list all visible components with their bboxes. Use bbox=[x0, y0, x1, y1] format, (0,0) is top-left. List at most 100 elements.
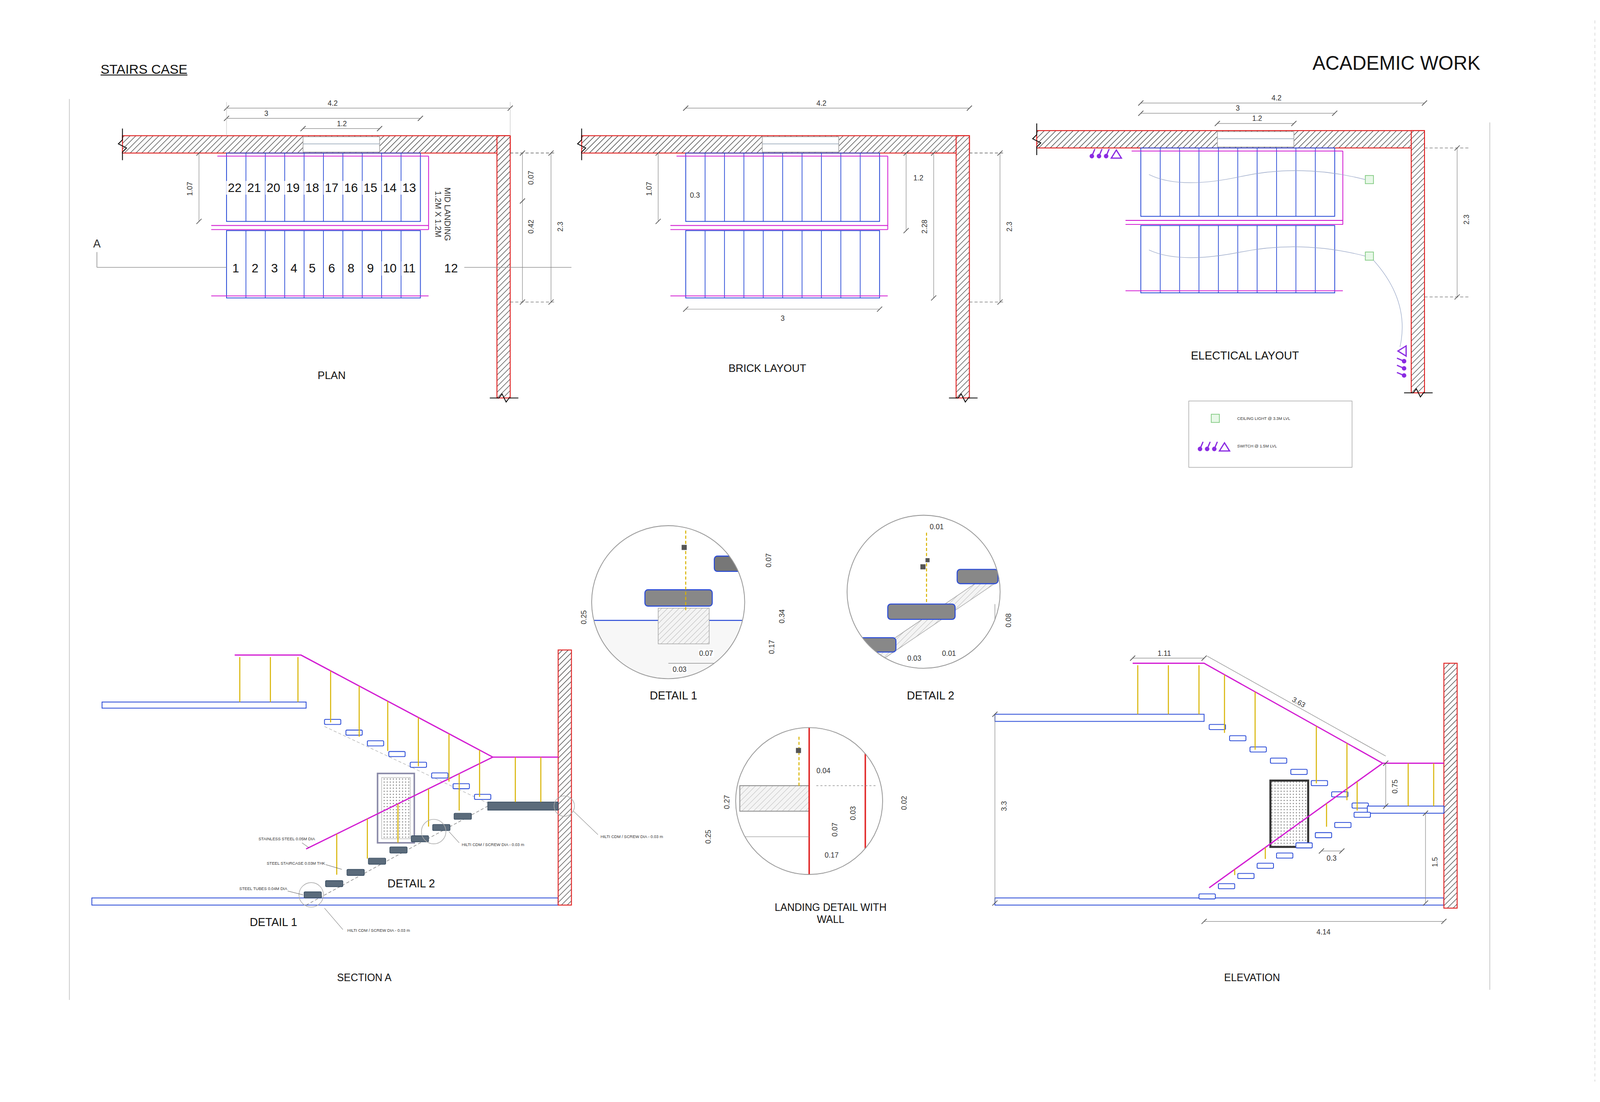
callout-note: HILTI CDM / SCREW DIA - 0.03 m bbox=[346, 927, 411, 933]
dimension: 3.63 bbox=[1289, 694, 1308, 709]
dimension-line bbox=[760, 540, 762, 572]
tread-line bbox=[704, 230, 706, 299]
dimension: 1.2 bbox=[335, 119, 348, 128]
baluster bbox=[1198, 664, 1200, 714]
dimension: 2.3 bbox=[1462, 213, 1471, 226]
switch-stem bbox=[1207, 441, 1211, 449]
callout-note: STEEL TUBES 0.04M DIA bbox=[238, 886, 288, 892]
upper-slab bbox=[102, 701, 307, 709]
dimension-line bbox=[1204, 920, 1445, 922]
detail-circle bbox=[735, 727, 883, 875]
tread-line bbox=[1237, 147, 1239, 217]
dimension-tick bbox=[1421, 100, 1427, 106]
dimension-tick bbox=[1383, 760, 1389, 766]
legend-text: CEILING LIGHT @ 3.3M LVL bbox=[1236, 415, 1291, 421]
leader-line bbox=[302, 842, 310, 848]
switch-stem bbox=[1397, 358, 1405, 362]
baluster bbox=[397, 803, 399, 843]
tread bbox=[859, 637, 896, 652]
handrail bbox=[670, 229, 888, 231]
tread bbox=[453, 783, 470, 789]
dimension: 0.07 bbox=[830, 821, 840, 837]
dimension-tick bbox=[548, 150, 554, 156]
tread-line bbox=[743, 230, 745, 299]
view-title: ELEVATION bbox=[1222, 971, 1282, 984]
dimension-tick bbox=[997, 299, 1003, 305]
handrail bbox=[1125, 223, 1343, 225]
tread-line bbox=[1314, 147, 1316, 217]
tread bbox=[432, 823, 450, 831]
tread-line bbox=[743, 152, 745, 222]
dimension: 3 bbox=[1234, 103, 1241, 113]
dimension: 2.28 bbox=[920, 218, 929, 235]
fixing bbox=[920, 564, 926, 570]
dimension: 1.2 bbox=[1251, 114, 1263, 123]
dimension-tick bbox=[683, 105, 689, 111]
dimension-tick bbox=[1339, 847, 1345, 853]
dimension-tick bbox=[519, 198, 525, 204]
tread-line bbox=[303, 230, 305, 299]
dimension-line bbox=[816, 785, 878, 786]
tread-line bbox=[859, 230, 861, 299]
tread-line bbox=[1198, 147, 1200, 217]
handrail bbox=[428, 155, 430, 230]
handrail bbox=[1125, 290, 1343, 292]
detail-outline bbox=[836, 509, 1026, 709]
dimension-tick bbox=[300, 126, 306, 132]
detail-title: LANDING DETAIL WITH WALL bbox=[760, 901, 901, 925]
dimension: 1.2 bbox=[912, 173, 924, 182]
tread-line bbox=[264, 230, 266, 299]
step-number: 22 bbox=[226, 180, 243, 196]
extension-line bbox=[510, 301, 557, 303]
tread-line bbox=[342, 230, 344, 299]
tread bbox=[887, 603, 956, 619]
dimension-tick bbox=[931, 150, 936, 156]
switch-stem bbox=[1200, 441, 1204, 449]
support bbox=[658, 608, 710, 644]
leader-line bbox=[324, 863, 343, 869]
tread-line bbox=[1159, 147, 1161, 217]
window-opening bbox=[762, 136, 839, 152]
tread-line bbox=[782, 152, 784, 222]
step-number: 19 bbox=[284, 180, 302, 196]
landing-slab bbox=[1367, 805, 1444, 813]
step-number: 8 bbox=[346, 261, 356, 276]
dimension: 0.75 bbox=[1390, 778, 1400, 795]
tread-line bbox=[1276, 147, 1278, 217]
dimension-line bbox=[522, 152, 523, 302]
dimension-tick bbox=[992, 899, 998, 905]
baluster bbox=[1233, 869, 1235, 876]
dimension-tick bbox=[1291, 120, 1297, 126]
dimension-line bbox=[685, 107, 970, 109]
dimension: 0.3 bbox=[688, 190, 701, 200]
step-number: 2 bbox=[250, 261, 260, 276]
tread bbox=[453, 812, 472, 820]
step-number: 3 bbox=[269, 261, 280, 276]
extension-line bbox=[509, 102, 511, 136]
dimension-line bbox=[994, 713, 996, 903]
dimension-line bbox=[1207, 656, 1386, 757]
wall bbox=[122, 135, 511, 153]
ground-slab bbox=[91, 897, 559, 905]
detail-outline bbox=[571, 515, 796, 709]
tread bbox=[1276, 852, 1294, 858]
dimension-line bbox=[1425, 812, 1426, 903]
stair-flight bbox=[685, 230, 880, 299]
dimension-line bbox=[999, 152, 1001, 302]
dimension: 1.5 bbox=[1430, 855, 1440, 868]
callout-note: STEEL STAIRCASE 0.03M THK bbox=[266, 860, 326, 866]
tread bbox=[368, 857, 386, 864]
break-symbol bbox=[577, 128, 586, 160]
dimension-tick bbox=[1214, 120, 1220, 126]
handrail bbox=[1342, 151, 1344, 225]
step-number: 15 bbox=[362, 180, 379, 196]
dimension-tick bbox=[1201, 918, 1207, 924]
stair-flight bbox=[1140, 225, 1335, 293]
tread bbox=[1334, 822, 1352, 828]
tread-line bbox=[1217, 225, 1219, 293]
tread bbox=[1237, 873, 1254, 879]
tread-line bbox=[1295, 225, 1297, 293]
window-glass bbox=[302, 143, 380, 144]
view-title: ELECTICAL LAYOUT bbox=[1189, 349, 1301, 363]
dimension-tick bbox=[1332, 110, 1338, 116]
